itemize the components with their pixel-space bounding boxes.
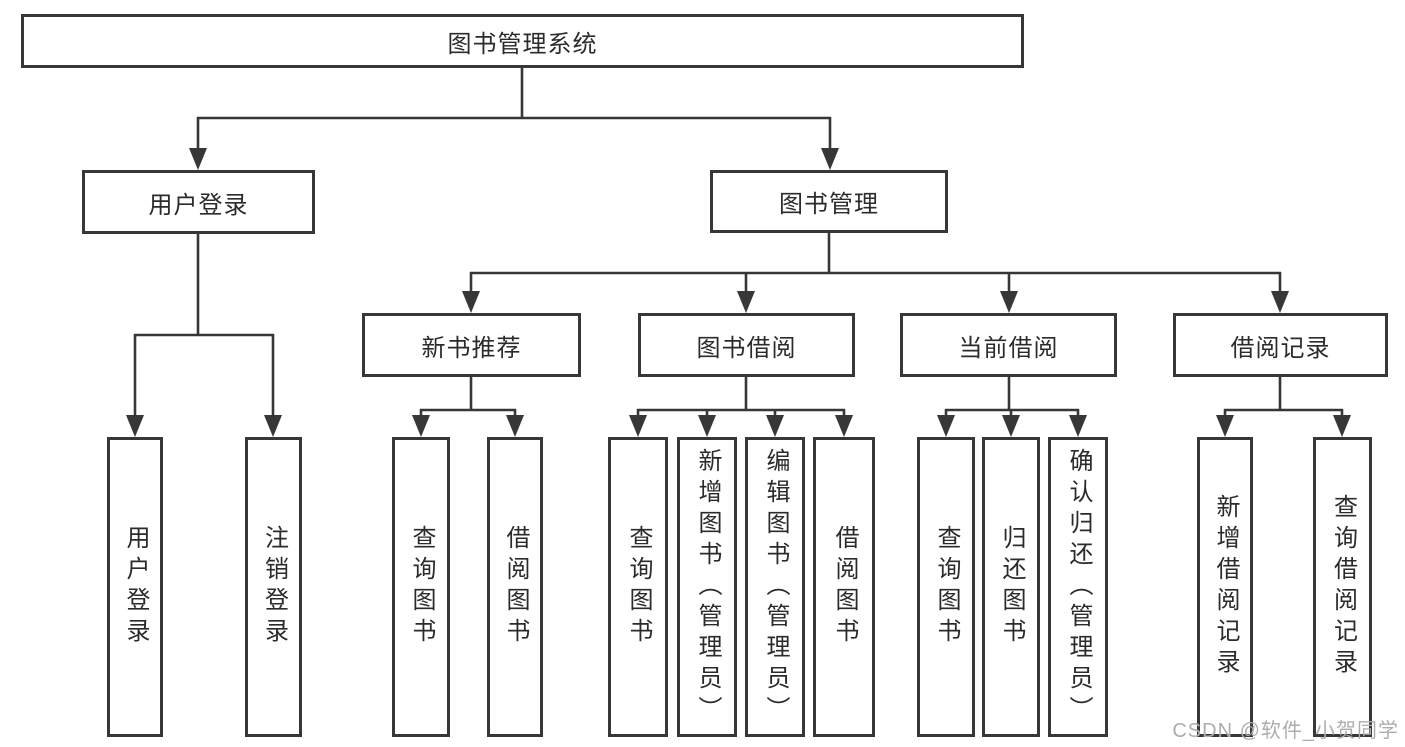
node-current-borrowing: 当前借阅 (900, 313, 1117, 377)
arrowhead-icon (264, 415, 282, 437)
node-leaf-borrow-book-recommend: 借阅图书 (487, 437, 543, 737)
arrowhead-icon (126, 415, 144, 437)
node-book-management-branch: 图书管理 (710, 170, 948, 233)
node-label: 借阅图书 (831, 525, 858, 649)
arrowhead-icon (821, 148, 839, 170)
node-leaf-add-book-admin: 新增图书（管理员） (677, 437, 737, 737)
node-label: 图书管理系统 (447, 30, 598, 58)
arrowhead-icon (1271, 291, 1289, 313)
node-label: 确认归还（管理员） (1065, 447, 1092, 727)
node-leaf-return-book: 归还图书 (982, 437, 1040, 737)
node-label: 用户登录 (122, 525, 149, 649)
node-label: 当前借阅 (958, 334, 1059, 362)
arrowhead-icon (506, 415, 524, 437)
node-label: 归还图书 (998, 525, 1025, 649)
node-label: 图书管理 (779, 191, 879, 218)
node-leaf-query-book-current: 查询图书 (917, 437, 975, 737)
csdn-watermark: CSDN @软件_小贺同学 (1172, 720, 1399, 742)
node-leaf-logout: 注销登录 (245, 437, 302, 737)
arrowhead-icon (766, 415, 784, 437)
arrowhead-icon (1216, 415, 1234, 437)
node-label: 借阅记录 (1230, 334, 1331, 362)
node-leaf-add-borrow-record: 新增借阅记录 (1197, 437, 1253, 737)
node-label: 借阅图书 (502, 525, 529, 649)
node-user-login-branch: 用户登录 (82, 170, 315, 234)
node-label: 用户登录 (148, 191, 249, 219)
node-leaf-borrow-book: 借阅图书 (813, 437, 875, 737)
node-leaf-query-book-recommend: 查询图书 (392, 437, 450, 737)
node-leaf-edit-book-admin: 编辑图书（管理员） (745, 437, 805, 737)
node-leaf-user-login: 用户登录 (107, 437, 163, 737)
node-label: 新增图书（管理员） (694, 447, 721, 727)
arrowhead-icon (698, 415, 716, 437)
arrowhead-icon (1333, 415, 1351, 437)
arrowhead-icon (412, 415, 430, 437)
node-label: 查询图书 (408, 525, 435, 649)
node-label: 编辑图书（管理员） (762, 447, 789, 727)
node-library-management-system: 图书管理系统 (21, 14, 1024, 68)
node-label: 注销登录 (260, 525, 288, 649)
node-label: 查询图书 (625, 525, 652, 649)
arrowhead-icon (937, 415, 955, 437)
node-label: 查询借阅记录 (1329, 494, 1357, 680)
node-label: 查询图书 (933, 525, 960, 649)
node-label: 图书借阅 (696, 334, 797, 362)
arrowhead-icon (1000, 291, 1018, 313)
node-leaf-query-book-borrowing: 查询图书 (608, 437, 668, 737)
node-book-borrowing: 图书借阅 (638, 313, 855, 377)
arrowhead-icon (189, 148, 207, 170)
arrowhead-icon (737, 291, 755, 313)
arrowhead-icon (462, 291, 480, 313)
node-label: 新书推荐 (421, 334, 522, 362)
node-leaf-query-borrow-record: 查询借阅记录 (1313, 437, 1372, 737)
node-new-book-recommend: 新书推荐 (362, 313, 581, 377)
arrowhead-icon (1069, 415, 1087, 437)
arrowhead-icon (629, 415, 647, 437)
arrowhead-icon (835, 415, 853, 437)
arrowhead-icon (1002, 415, 1020, 437)
node-label: 新增借阅记录 (1212, 494, 1239, 680)
node-leaf-confirm-return-admin: 确认归还（管理员） (1048, 437, 1108, 737)
node-borrowing-records: 借阅记录 (1173, 313, 1388, 377)
